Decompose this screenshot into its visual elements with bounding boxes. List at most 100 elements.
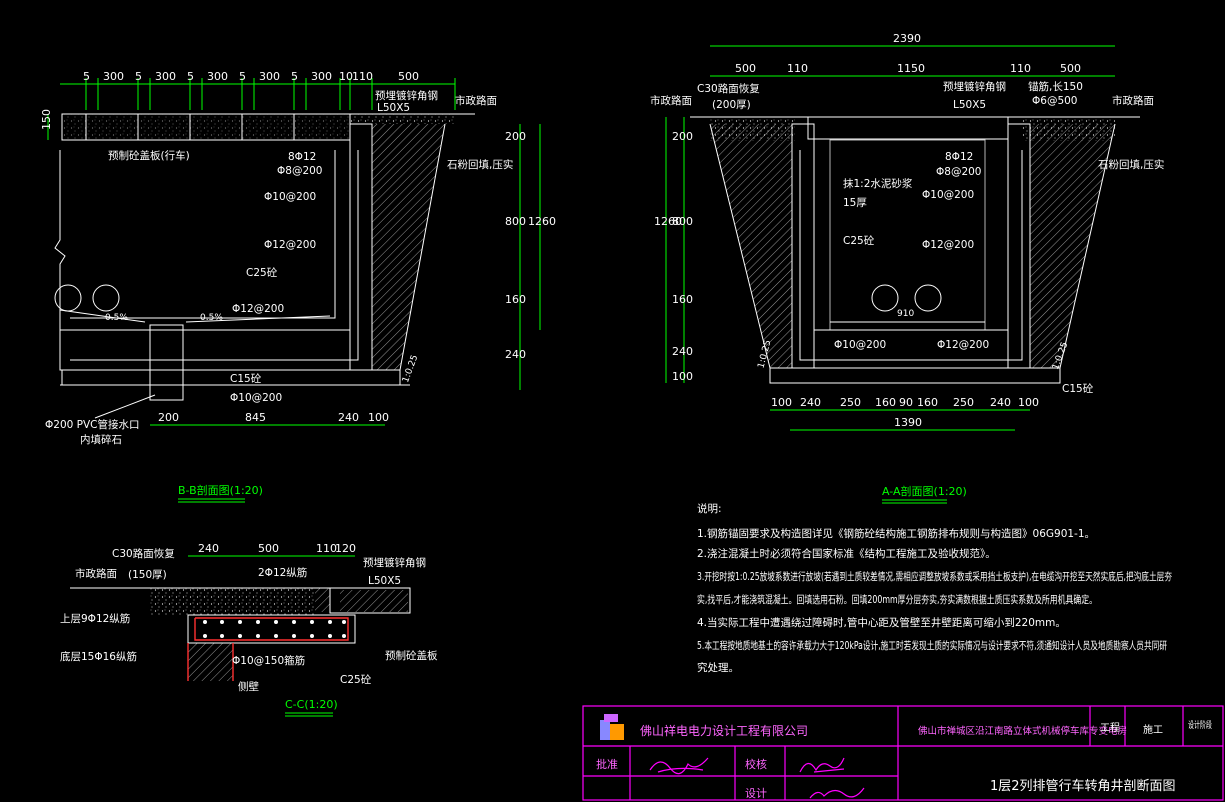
cc-title: C-C(1:20) bbox=[285, 698, 338, 711]
design-label: 设计 bbox=[745, 787, 767, 800]
aa-rebar-top: 锚筋,长150 bbox=[1028, 80, 1083, 93]
bb-c15-label: C15砼 bbox=[230, 372, 262, 385]
aa-ldim-4: 160 bbox=[672, 293, 693, 306]
bb-pipe-label: Φ200 PVC管接水口 bbox=[45, 418, 140, 431]
aa-c25: C25砼 bbox=[843, 234, 875, 247]
bb-left-dim: 150 bbox=[40, 109, 53, 130]
aa-pipe-1 bbox=[871, 284, 899, 312]
bb-dim-12: 110 bbox=[352, 70, 373, 83]
approve-label: 批准 bbox=[596, 757, 618, 771]
aa-bdim-6: 160 bbox=[917, 396, 938, 409]
cc-top-rebar: 上层9Φ12纵筋 bbox=[60, 612, 130, 625]
bb-top-dims: 5 300 5 300 5 300 5 300 5 300 10 110 500 bbox=[83, 70, 419, 83]
aa-rebar-4: Φ12@200 bbox=[922, 239, 974, 251]
bb-dim-3: 5 bbox=[135, 70, 142, 83]
cc-cover: 预制砼盖板 bbox=[385, 649, 438, 662]
bb-dim-9: 5 bbox=[291, 70, 298, 83]
aa-c15: C15砼 bbox=[1062, 382, 1094, 395]
aa-tdim-1: 500 bbox=[735, 62, 756, 75]
cc-dim-1: 240 bbox=[198, 542, 219, 555]
aa-bdim-8: 240 bbox=[990, 396, 1011, 409]
bb-angle-label: 预埋镀锌角钢 bbox=[375, 89, 438, 102]
bb-bdim-1: 200 bbox=[158, 411, 179, 424]
aa-tdim-4: 110 bbox=[1010, 62, 1031, 75]
bb-slope-2: 0.5% bbox=[200, 313, 223, 323]
aa-bottom-total: 1390 bbox=[894, 416, 922, 429]
aa-ldim-1: 200 bbox=[672, 130, 693, 143]
bb-dim-2: 300 bbox=[103, 70, 124, 83]
bb-angle-size: L50X5 bbox=[377, 102, 410, 114]
aa-bdim-7: 250 bbox=[953, 396, 974, 409]
aa-bdim-2: 240 bbox=[800, 396, 821, 409]
aa-angle: 预埋镀锌角钢 bbox=[943, 80, 1006, 93]
aa-tdim-2: 110 bbox=[787, 62, 808, 75]
check-label: 校核 bbox=[745, 757, 767, 771]
aa-rebar-5: Φ10@200 bbox=[834, 339, 886, 351]
cc-angle: 预埋镀锌角钢 bbox=[363, 556, 426, 569]
check-signature bbox=[799, 757, 845, 773]
aa-bdim-4: 160 bbox=[875, 396, 896, 409]
aa-ldim-3: 1260 bbox=[654, 215, 682, 228]
company-name: 佛山祥电电力设计工程有限公司 bbox=[640, 723, 808, 738]
aa-mortar2: 15厚 bbox=[843, 197, 867, 209]
aa-bdim-1: 100 bbox=[771, 396, 792, 409]
note-1: 1.钢筋锚固要求及构造图详见《钢筋砼结构施工钢筋排布规则与构造图》06G901-… bbox=[697, 527, 1095, 540]
aa-bdim-9: 100 bbox=[1018, 396, 1039, 409]
bb-dim-10: 300 bbox=[311, 70, 332, 83]
aa-road-right: 市政路面 bbox=[1112, 94, 1154, 107]
cc-rebar-1: 2Φ12纵筋 bbox=[258, 566, 307, 579]
aa-c30b: (200厚) bbox=[712, 99, 751, 111]
stage-value: 施工 bbox=[1143, 723, 1163, 736]
aa-w910: 910 bbox=[897, 309, 914, 319]
aa-c30: C30路面恢复 bbox=[697, 82, 760, 95]
cc-c30b: (150厚) bbox=[128, 569, 167, 581]
bb-ratio: 1:0.25 bbox=[401, 354, 420, 384]
bb-c25-label: C25砼 bbox=[246, 266, 278, 279]
bb-title: B-B剖面图(1:20) bbox=[178, 483, 263, 497]
bb-dim-6: 300 bbox=[207, 70, 228, 83]
aa-mortar: 抹1:2水泥砂浆 bbox=[843, 177, 913, 190]
bb-bdim-2: 845 bbox=[245, 411, 266, 424]
bb-rdim-3: 1260 bbox=[528, 215, 556, 228]
aa-angle-size: L50X5 bbox=[953, 99, 986, 111]
bb-dim-4: 300 bbox=[155, 70, 176, 83]
cc-angle-size: L50X5 bbox=[368, 575, 401, 587]
bb-rebar-1: 8Φ12 bbox=[288, 151, 316, 163]
bb-dim-1: 5 bbox=[83, 70, 90, 83]
bb-rdim-4: 160 bbox=[505, 293, 526, 306]
note-4: 4.当实际工程中遭遇绕过障碍时,管中心距及管壁至井壁距离可缩小到220mm。 bbox=[697, 616, 1066, 629]
bb-dim-8: 300 bbox=[259, 70, 280, 83]
design-signature bbox=[809, 787, 865, 799]
cc-c25: C25砼 bbox=[340, 673, 372, 686]
approve-signature bbox=[649, 757, 709, 775]
note-2: 2.浇注混凝土时必须符合国家标准《结构工程施工及验收规范》。 bbox=[697, 547, 996, 560]
bb-rebar-3: Φ10@200 bbox=[264, 191, 316, 203]
bb-pipe-2 bbox=[54, 284, 82, 312]
bb-dim-13: 500 bbox=[398, 70, 419, 83]
aa-tdim-3: 1150 bbox=[897, 62, 925, 75]
bb-section: 5 300 5 300 5 300 5 300 5 300 10 110 500… bbox=[40, 70, 556, 503]
aa-backfill: 石粉回填,压实 bbox=[1098, 158, 1164, 171]
aa-bdim-5: 90 bbox=[899, 396, 913, 409]
aa-tdim-5: 500 bbox=[1060, 62, 1081, 75]
bb-rebar-2: Φ8@200 bbox=[277, 165, 323, 177]
aa-road-left: 市政路面 bbox=[650, 94, 692, 107]
bb-backfill-label: 石粉回填,压实 bbox=[447, 158, 513, 171]
notes-heading: 说明: bbox=[697, 502, 722, 515]
drawing-title: 1层2列排管行车转角井剖断面图 bbox=[990, 778, 1176, 794]
notes: 说明: 1.钢筋锚固要求及构造图详见《钢筋砼结构施工钢筋排布规则与构造图》06G… bbox=[697, 502, 1172, 674]
note-3b: 实,找平后,才能浇筑混凝土。回填选用石粉。回填200mm厚分层夯实,夯实满数根据… bbox=[697, 593, 1097, 606]
cc-dim-3: 110 bbox=[316, 542, 337, 555]
note-3: 3.开挖时按1:0.25放坡系数进行放坡(若遇到土质较差情况,需相应调整放坡系数… bbox=[697, 570, 1172, 583]
bb-rdim-1: 200 bbox=[505, 130, 526, 143]
aa-ldim-6: 100 bbox=[672, 370, 693, 383]
bb-road-label: 市政路面 bbox=[455, 94, 497, 107]
aa-ldim-5: 240 bbox=[672, 345, 693, 358]
bb-bdim-3: 240 bbox=[338, 411, 359, 424]
cc-road: 市政路面 bbox=[75, 567, 117, 580]
cc-section: 240 500 110 120 C30路面恢复 (150厚) 市政路面 2Φ12… bbox=[60, 542, 438, 717]
aa-rebar-top2: Φ6@500 bbox=[1032, 95, 1078, 107]
bb-rebar-5: Φ12@200 bbox=[232, 303, 284, 315]
aa-top-total: 2390 bbox=[893, 32, 921, 45]
